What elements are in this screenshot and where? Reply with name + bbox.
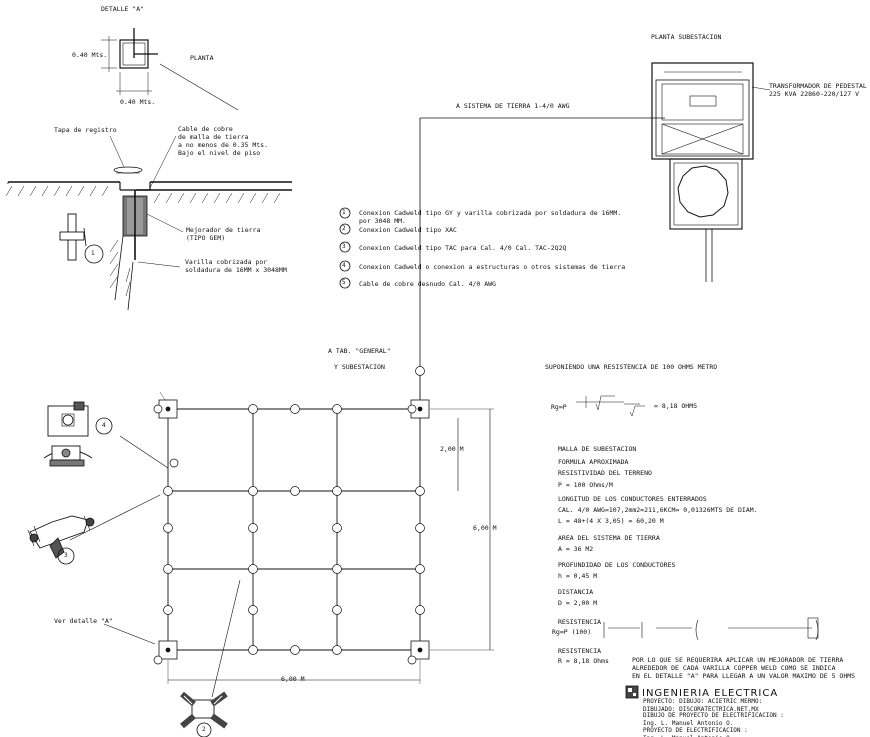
calc-line: LONGITUD DE LOS CONDUCTORES ENTERRADOS — [558, 495, 707, 503]
legend-markers — [339, 207, 351, 289]
calc-line: PROFUNDIDAD DE LOS CONDUCTORES — [558, 561, 676, 569]
grid-dim-horizontal: 6,00 M — [281, 675, 305, 683]
detail-plan-view — [101, 28, 239, 111]
calc-line: RESISTIVIDAD DEL TERRENO — [558, 469, 652, 477]
rod-label: Varilla cobrizada por soldadura de 16MM … — [185, 258, 287, 274]
detail-dim-vertical: 0.40 Mts. — [72, 51, 108, 59]
calc-line: DISTANCIA — [558, 588, 594, 596]
calc-line: h = 0,45 M — [558, 572, 598, 580]
transformer-label: TRANSFORMADOR DE PEDESTAL 225 KVA 22860-… — [769, 82, 867, 98]
resistance-value: R = 8,18 Ohms — [558, 657, 609, 665]
connector-3-symbol — [27, 515, 95, 565]
calc-line: RESISTENCIA — [558, 618, 602, 626]
titleblock-line1: PROYECTO: DIBUJO: ACIETRIC MERMO: DIBUJA… — [643, 698, 763, 713]
substation-plan — [419, 62, 771, 367]
ground-system-label: A SISTEMA DE TIERRA 1-4/0 AWG — [456, 102, 570, 110]
legend-text-3: Conexion Cadweld tipo TAC para Cal. 4/0 … — [359, 244, 567, 252]
enhancer-label: Mejorador de tierra (TIPO GEM) — [186, 226, 261, 242]
callout-1-label: 1 — [91, 250, 95, 257]
lid-label: Tapa de registro — [54, 126, 117, 134]
detail-reference: Ver detalle "A" — [54, 617, 113, 625]
calc-line: CAL. 4/0 AWG=107,2mm2=211,6KCM= 0,01326M… — [558, 506, 758, 514]
legend-num-2: 2 — [342, 225, 346, 232]
legend-text-4: Conexion Cadweld o conexion a estructura… — [359, 263, 626, 271]
legend-num-5: 5 — [342, 279, 346, 286]
calc-line: D = 2,00 M — [558, 599, 598, 607]
calc-line: P = 100 Ohms/M — [558, 481, 613, 489]
grid-dim-small: 2,00 M — [440, 445, 464, 453]
calc-note: POR LO QUE SE REQUERIRA APLICAR UN MEJOR… — [632, 656, 856, 680]
callout-2-label: 2 — [202, 726, 206, 733]
calc-line: FORMULA APROXIMADA — [558, 458, 629, 466]
legend-num-3: 3 — [342, 243, 346, 250]
ground-grid — [69, 366, 494, 698]
substation-title: PLANTA SUBESTACION — [651, 33, 722, 41]
legend-text-1: Conexion Cadweld tipo GY y varilla cobri… — [359, 209, 622, 225]
rg-result: = 8,18 OHMS — [654, 402, 698, 410]
grid-dim-big: 6,00 M — [473, 524, 497, 532]
plan-label: PLANTA — [190, 54, 214, 62]
calc-heading: SUPONIENDO UNA RESISTENCIA DE 100 OHMS M… — [545, 363, 718, 371]
callout-4-label: 4 — [102, 422, 106, 429]
grid-tab-label: A TAB. "GENERAL" — [328, 347, 391, 355]
calc-line: MALLA DE SUBESTACION — [558, 445, 637, 453]
connector-4-symbol — [43, 401, 113, 467]
calc-line: L = 48+(4 X 3,05) = 60,20 M — [558, 517, 664, 525]
detail-section-view — [5, 135, 292, 311]
detail-title: DETALLE "A" — [101, 5, 145, 13]
legend-num-4: 4 — [342, 262, 346, 269]
callout-3-label: 3 — [64, 552, 68, 559]
formula-graphic — [576, 395, 819, 641]
connector-1-symbol — [59, 213, 104, 264]
legend-text-2: Conexion Cadweld tipo XAC — [359, 226, 457, 234]
legend-num-1: 1 — [342, 209, 346, 216]
calc-line: A = 36 M2 — [558, 545, 594, 553]
brand-title: INGENIERIA ELECTRICA — [642, 688, 779, 699]
title-logo — [625, 685, 639, 699]
cable-label: Cable de cobre de malla de tierra a no m… — [178, 125, 269, 157]
detail-dim-horizontal: 0.40 Mts. — [120, 98, 156, 106]
resistance-label: RESISTENCIA — [558, 647, 602, 655]
legend-text-5: Cable de cobre desnudo Cal. 4/0 AWG — [359, 280, 496, 288]
r-formula: Rg=P (100) — [552, 628, 592, 636]
titleblock-line2: DIBUJO DE PROYECTO DE ELECTRIFICACION : … — [643, 712, 784, 737]
connector-2-symbol — [180, 691, 228, 737]
rg-formula-prefix: Rg=P — [551, 403, 567, 411]
grid-sub-label: Y SUBESTACION — [334, 363, 385, 371]
calc-line: AREA DEL SISTEMA DE TIERRA — [558, 534, 660, 542]
